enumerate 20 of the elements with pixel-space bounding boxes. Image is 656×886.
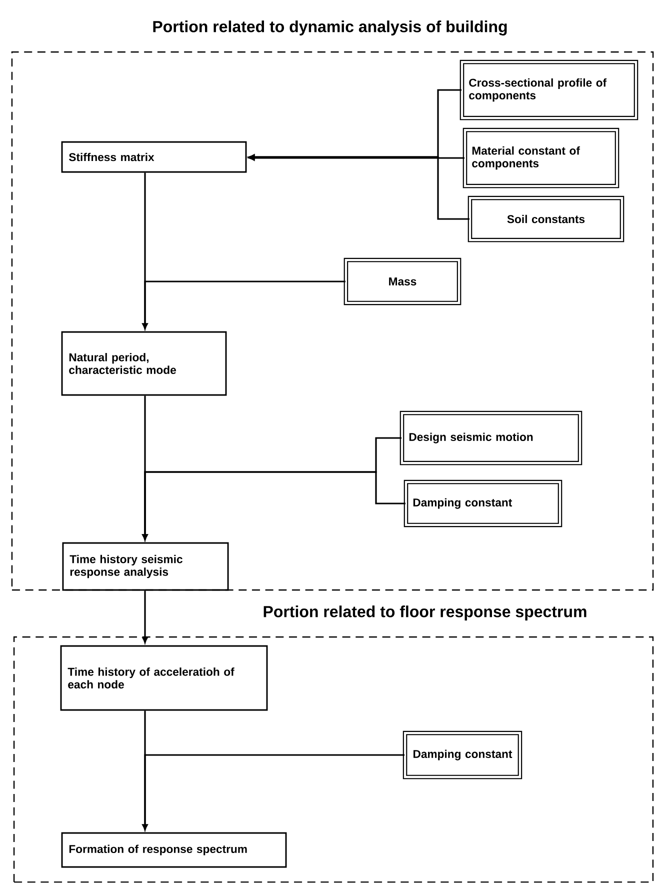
- region-heading: Portion related to floor response spectrum: [264, 606, 586, 620]
- process-box: Natural period, characteristic mode: [61, 331, 227, 396]
- input-box: Material constant of components: [462, 128, 620, 188]
- input-box: Cross-sectional profile of components: [460, 60, 638, 120]
- process-box: Time history of acceleratioh of each node: [60, 645, 268, 711]
- arrow: [248, 154, 470, 220]
- input-box: Mass: [344, 258, 462, 306]
- arrow: [142, 590, 148, 644]
- input-box: Damping constant: [404, 480, 562, 528]
- input-box: Damping constant: [402, 730, 522, 780]
- arrow: [142, 754, 404, 830]
- region-heading: Portion related to dynamic analysis of building: [153, 20, 507, 36]
- input-box: Design seismic motion: [400, 410, 582, 466]
- process-box: Formation of response spectrum: [61, 832, 287, 868]
- process-box: Time history seismic response analysis: [62, 542, 229, 591]
- arrow: [142, 471, 406, 540]
- process-box: Stiffness matrix: [61, 141, 247, 173]
- input-box: Soil constants: [468, 196, 624, 242]
- arrow: [248, 155, 464, 161]
- arrow: [142, 280, 346, 330]
